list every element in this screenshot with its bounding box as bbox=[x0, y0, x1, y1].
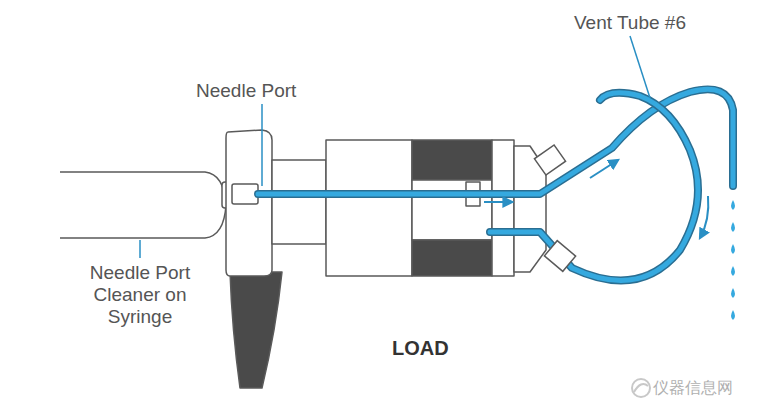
part-label: Needle Port Cleaner on Syringe bbox=[75, 262, 205, 328]
drop bbox=[731, 200, 735, 210]
drop bbox=[731, 244, 735, 254]
drop bbox=[731, 222, 735, 232]
drop bbox=[731, 288, 735, 298]
drop bbox=[731, 310, 735, 320]
mode-label: LOAD bbox=[392, 337, 449, 359]
part-label: Needle Port bbox=[196, 80, 296, 102]
drop bbox=[731, 266, 735, 276]
watermark: 仪器信息网 bbox=[653, 377, 733, 399]
part-label: Vent Tube #6 bbox=[574, 12, 686, 34]
